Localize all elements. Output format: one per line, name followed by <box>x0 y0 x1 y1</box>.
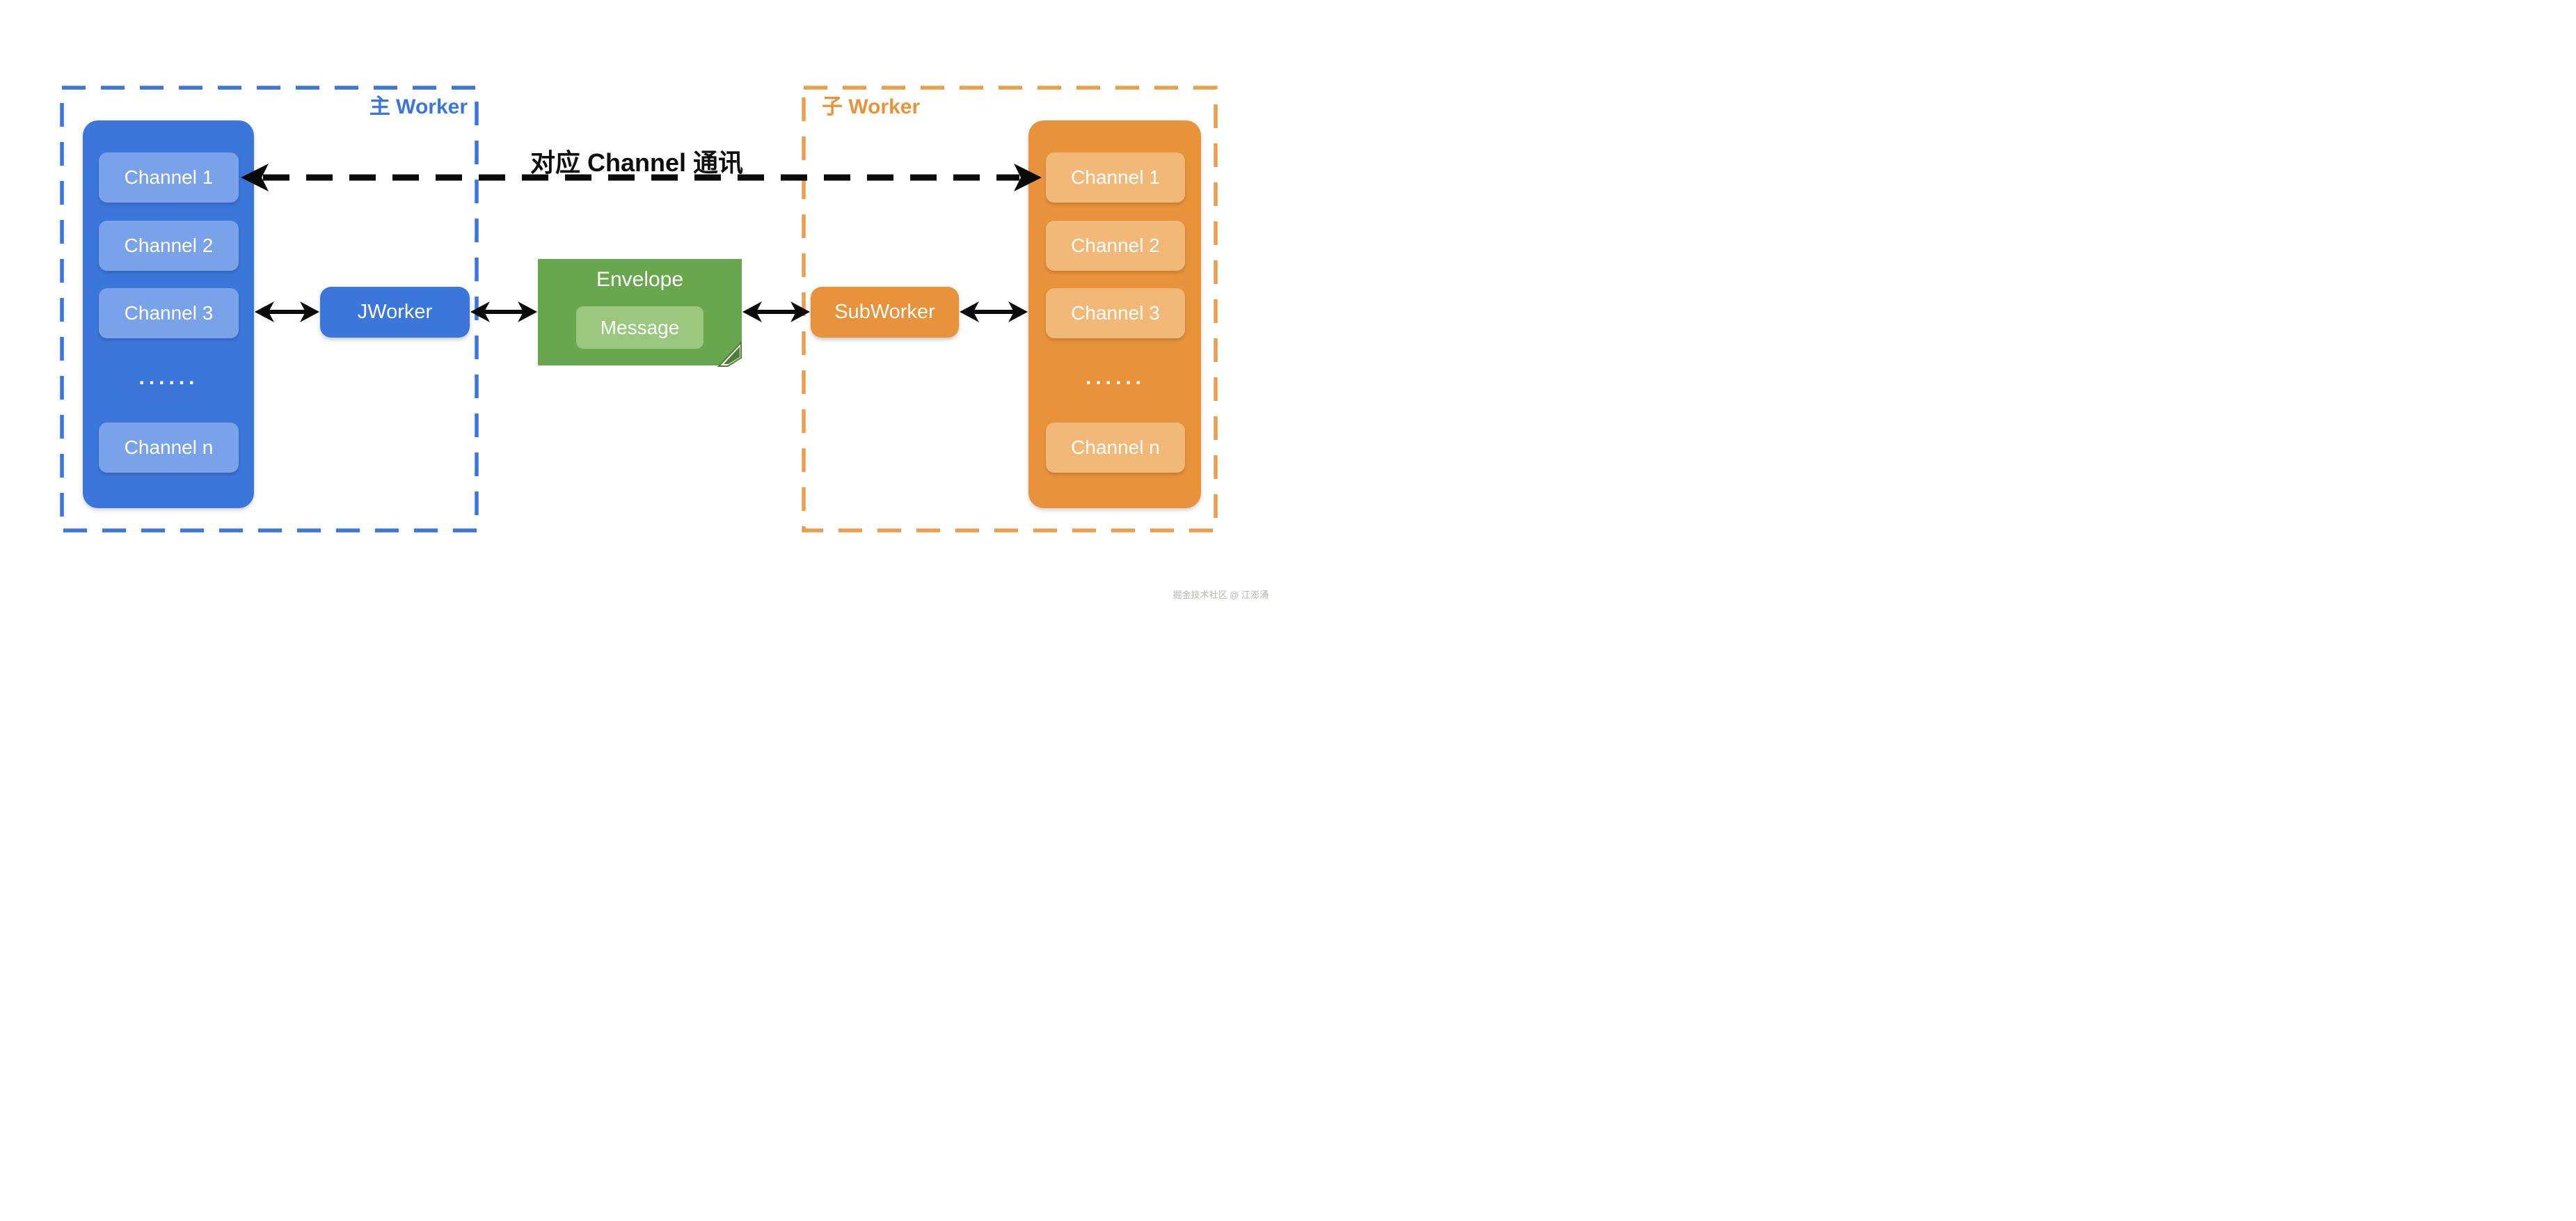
sub-channel-3: Channel 3 <box>1046 288 1185 338</box>
main-channel-1: Channel 1 <box>99 152 239 203</box>
envelope-title: Envelope <box>596 268 684 291</box>
arrow-envelope-subworker <box>742 292 811 331</box>
main-channel-n: Channel n <box>99 423 239 473</box>
main-channel-3: Channel 3 <box>99 288 239 338</box>
envelope-box: Envelope Message <box>538 259 742 365</box>
message-box: Message <box>576 306 703 349</box>
folded-corner-icon <box>717 340 745 372</box>
sub-channel-ellipsis: ...... <box>1085 366 1145 389</box>
watermark: 掘金技术社区 @ 江澎涌 <box>1172 590 1269 600</box>
sub-channel-1: Channel 1 <box>1046 152 1185 203</box>
channel-link-label: 对应 Channel 通讯 <box>530 148 744 177</box>
main-channel-ellipsis: ...... <box>138 366 199 389</box>
jworker-node: JWorker <box>320 287 470 338</box>
channel-dashed-arrow <box>239 155 1043 200</box>
subworker-node: SubWorker <box>811 287 959 338</box>
worker-channel-diagram: 主 Worker Channel 1 Channel 2 Channel 3 .… <box>0 0 1288 610</box>
arrow-jworker-envelope <box>470 292 538 331</box>
main-worker-label: 主 Worker <box>369 95 468 118</box>
sub-channel-2: Channel 2 <box>1046 221 1185 271</box>
sub-channel-n: Channel n <box>1046 423 1185 473</box>
arrow-mainchannels-jworker <box>254 292 320 331</box>
sub-worker-label: 子 Worker <box>822 95 921 118</box>
main-channel-2: Channel 2 <box>99 221 239 271</box>
arrow-subworker-subchannels <box>959 292 1028 331</box>
